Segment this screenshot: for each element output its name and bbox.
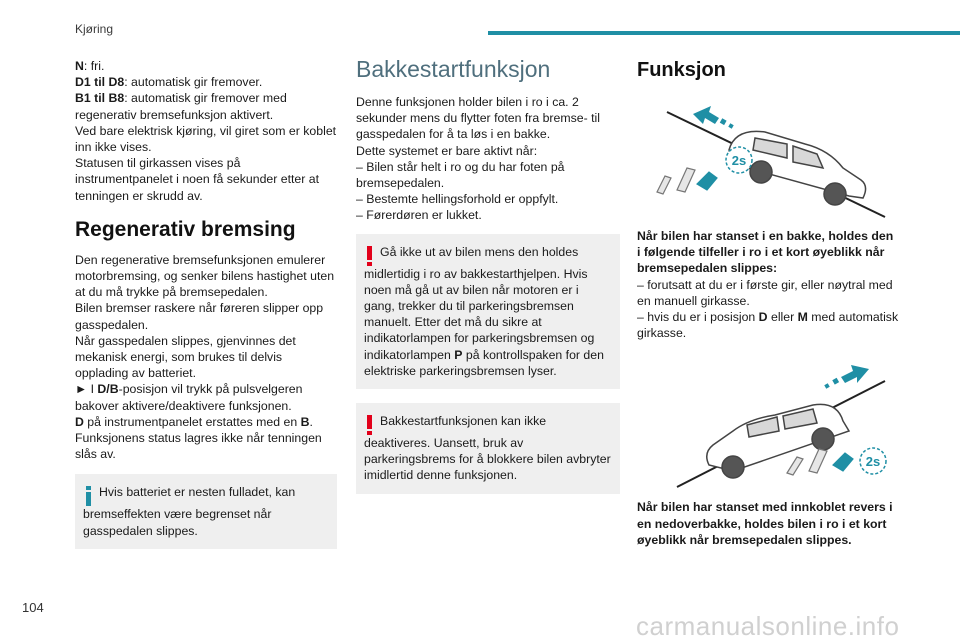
car-shape <box>706 404 851 480</box>
svg-text:2s: 2s <box>732 153 746 168</box>
hill-start-condition-2: – Bestemte hellingsforhold er oppfylt. <box>356 192 559 207</box>
column-left: N: fri. D1 til D8: automatisk gir fremov… <box>75 58 337 549</box>
regen-paragraph-3: Når gasspedalen slippes, gjenvinnes det … <box>75 333 296 381</box>
info-box: Hvis batteriet er nesten fulladet, kan b… <box>75 474 337 549</box>
info-icon <box>86 486 91 507</box>
regen-paragraph-6: Funksjonens status lagres ikke når tenni… <box>75 431 322 462</box>
uphill-item-2: – hvis du er i posisjon D eller M med au… <box>637 310 899 341</box>
gear-status: Statusen til girkassen vises på instrume… <box>75 156 320 203</box>
car-shape <box>728 130 867 206</box>
regen-paragraph-4: ► I D/B-posisjon vil trykk på pulsvelger… <box>75 382 303 413</box>
regen-heading: Regenerativ bremsing <box>75 217 296 241</box>
hill-start-condition-1: – Bilen står helt i ro og du har foten p… <box>356 159 565 191</box>
regen-paragraph-5: D på instrumentpanelet erstattes med en … <box>75 414 313 429</box>
svg-text:2s: 2s <box>866 454 880 469</box>
warning-icon <box>367 415 372 436</box>
header-title: Kjøring <box>75 22 114 36</box>
hill-start-heading: Bakkestartfunksjon <box>356 56 551 82</box>
hill-uphill-illustration: 2s <box>656 106 886 218</box>
warning-box-1: Gå ikke ut av bilen mens den holdes midl… <box>356 233 620 390</box>
gear-line-d: D1 til D8: automatisk gir fremover. <box>75 75 263 90</box>
function-heading: Funksjon <box>637 59 726 81</box>
hill-start-condition-3: – Førerdøren er lukket. <box>356 208 482 223</box>
watermark: carmanualsonline.info <box>636 611 900 641</box>
warning-icon <box>367 245 372 266</box>
arrow-up-left-icon <box>693 106 734 129</box>
pedal-icon <box>786 448 854 477</box>
gear-line-b: B1 til B8: automatisk gir fremover med r… <box>75 91 287 122</box>
uphill-caption: Når bilen har stanset i en bakke, holdes… <box>637 229 894 276</box>
info-text: Hvis batteriet er nesten fulladet, kan b… <box>83 485 296 538</box>
warning-box-2: Bakkestartfunksjonen kan ikke deaktivere… <box>356 403 620 494</box>
pedal-icon <box>656 167 718 195</box>
timer-2s-icon: 2s <box>859 447 887 476</box>
timer-2s-icon: 2s <box>725 146 753 174</box>
page-number: 104 <box>22 600 44 615</box>
hill-start-paragraph-2: Dette systemet er bare aktivt når: <box>356 143 538 158</box>
regen-paragraph-1: Den regenerative bremsefunksjonen emuler… <box>75 252 335 300</box>
header-accent-bar <box>488 31 960 35</box>
uphill-item-1: – forutsatt at du er i første gir, eller… <box>637 277 893 308</box>
regen-paragraph-2: Bilen bremser raskere når føreren slippe… <box>75 301 324 332</box>
column-middle: Bakkestartfunksjon Denne funksjonen hold… <box>356 56 620 494</box>
reverse-caption: Når bilen har stanset med innkoblet reve… <box>637 500 893 547</box>
hill-reverse-illustration: 2s <box>676 365 887 489</box>
gear-note: Ved bare elektrisk kjøring, vil giret so… <box>75 123 337 155</box>
column-right: Funksjon 2s Når bilen har stanset i en b… <box>637 58 899 548</box>
gear-line-n: N: fri. <box>75 59 105 73</box>
arrow-up-right-icon <box>824 365 869 390</box>
hill-start-paragraph-1: Denne funksjonen holder bilen i ro i ca.… <box>356 95 600 142</box>
